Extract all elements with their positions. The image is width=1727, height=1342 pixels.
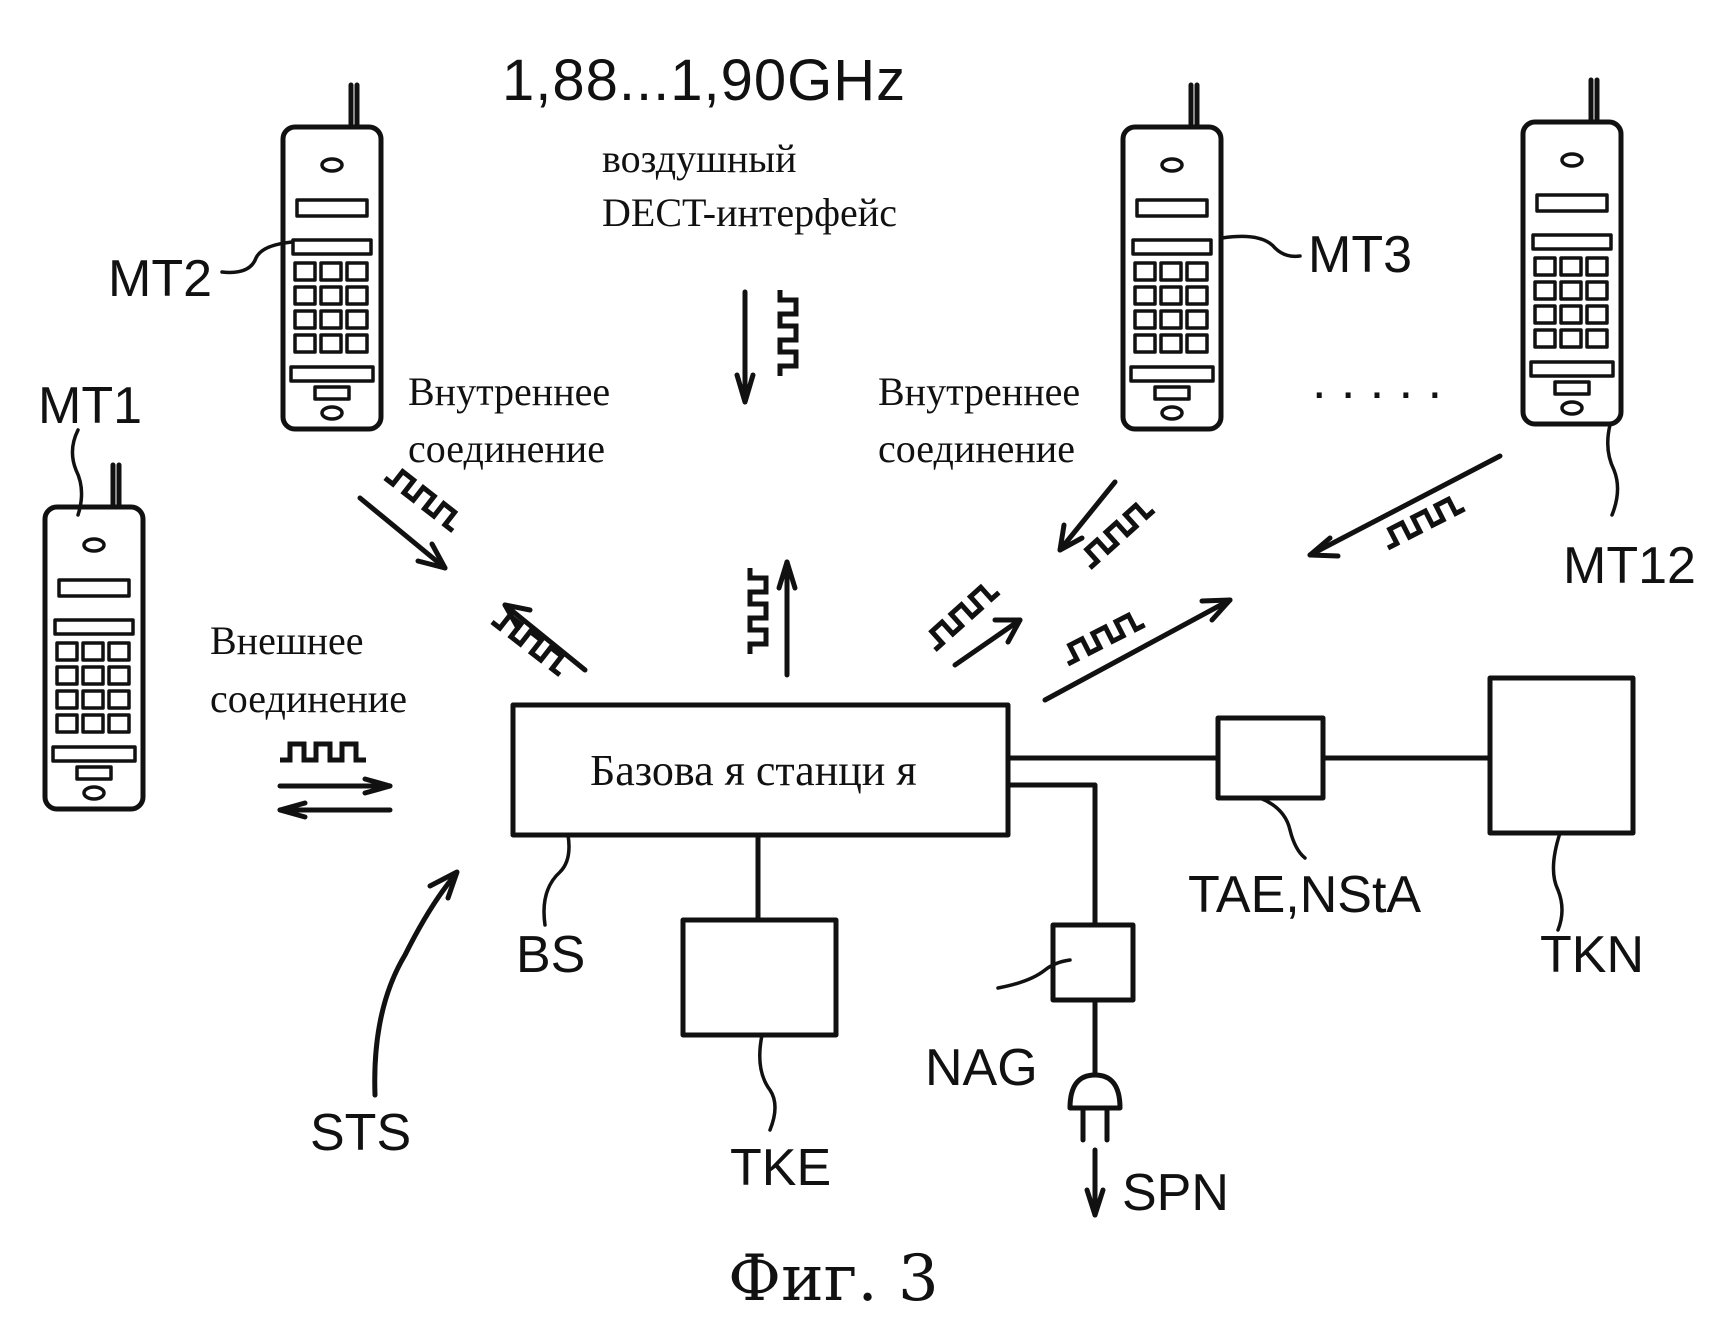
mt12-uplink-arrow-icon	[1042, 597, 1233, 703]
external-link-line-2: соединение	[210, 676, 407, 721]
air-interface-line-1: воздушный	[602, 136, 797, 181]
external-link-arrows-icon	[277, 744, 393, 820]
nag-leader	[996, 958, 1072, 990]
mt12-downlink-arrow-icon	[1307, 453, 1503, 559]
handset-mt3-icon	[1123, 85, 1221, 429]
mt12-label: MT12	[1563, 537, 1696, 595]
mt12-leader	[1606, 423, 1620, 517]
figure-caption: Фиг. 3	[728, 1242, 939, 1316]
frequency-label: 1,88...1,90GHz	[502, 48, 906, 113]
tkn-leader	[1551, 831, 1564, 932]
uplink-arrow-icon	[750, 559, 798, 678]
internal-link-left-line-1: Внутреннее	[408, 369, 610, 414]
bs-leader	[542, 833, 571, 927]
tae-box	[1215, 715, 1326, 801]
tke-label: TKE	[730, 1139, 831, 1197]
tke-box	[680, 917, 839, 1038]
tae-label: TAE,NStA	[1188, 866, 1421, 924]
mt3-leader	[1220, 234, 1302, 259]
tae-leader	[1258, 796, 1307, 860]
tkn-box	[1487, 675, 1636, 836]
base-station-label: Базова я станци я	[590, 746, 917, 795]
internal-link-left-line-2: соединение	[408, 426, 605, 471]
mt2-downlink-arrow-icon	[357, 465, 463, 571]
external-link-line-1: Внешнее	[210, 618, 364, 663]
sts-arrow	[372, 872, 458, 1098]
tkn-label: TKN	[1540, 926, 1644, 984]
nag-connector	[1005, 782, 1098, 928]
bs-label: BS	[516, 926, 585, 984]
mt1-leader	[70, 428, 84, 517]
mt2-uplink-arrow-icon	[492, 602, 588, 675]
power-plug-icon	[1067, 1072, 1123, 1218]
mt2-leader	[220, 240, 294, 275]
handset-mt1-icon	[45, 465, 143, 809]
internal-link-right-line-2: соединение	[878, 426, 1075, 471]
handset-mt12-icon	[1523, 80, 1621, 424]
tke-leader	[758, 1033, 777, 1132]
mt3-label: MT3	[1308, 226, 1412, 284]
ellipsis-more-handsets: . . . . .	[1312, 352, 1442, 410]
sts-label: STS	[310, 1104, 411, 1162]
nag-label: NAG	[925, 1039, 1038, 1097]
mt1-label: MT1	[38, 377, 142, 435]
air-interface-line-2: DECT-интерфейс	[602, 190, 897, 235]
handset-mt2-icon	[283, 85, 381, 429]
spn-label: SPN	[1122, 1164, 1229, 1222]
mt3-downlink-arrow-icon	[1057, 479, 1154, 568]
internal-link-right-line-1: Внутреннее	[878, 369, 1080, 414]
mt3-uplink-arrow-icon	[924, 581, 1023, 668]
downlink-arrow-icon	[734, 290, 796, 405]
mt2-label: MT2	[108, 250, 212, 308]
